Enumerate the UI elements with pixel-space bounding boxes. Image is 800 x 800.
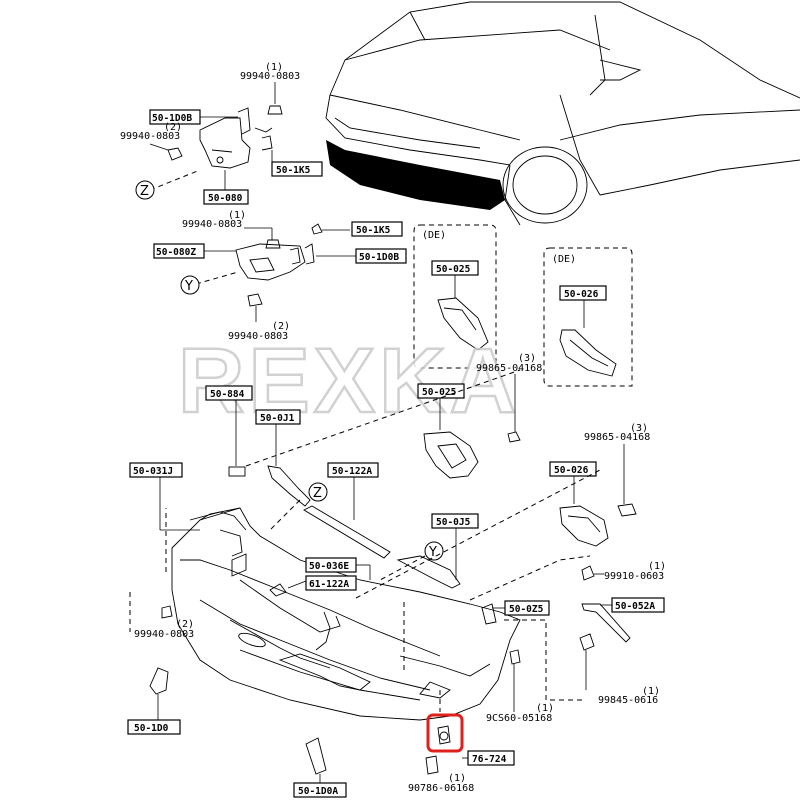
bracket-z-group: (1) 99940-0803 50-1D0B (2) 99940-0803 Z …	[120, 62, 323, 205]
qty-label: (3)	[630, 423, 648, 434]
qty-label: (1)	[228, 210, 246, 221]
de-box-right: (DE) 50-026	[543, 247, 633, 387]
part-number: 99940-0803	[228, 331, 288, 342]
qty-label: (2)	[176, 619, 194, 630]
part-number: 99865-04168	[584, 432, 650, 443]
nut-icon	[581, 565, 595, 581]
callout-box	[351, 221, 403, 237]
callout-box	[129, 462, 183, 478]
callout-box	[255, 409, 301, 425]
highlight-box[interactable]	[426, 713, 464, 753]
part-callout: 50-1D0B	[359, 252, 399, 263]
part-callout: 61-122A	[309, 579, 349, 590]
part-callout: 50-080	[208, 193, 243, 204]
qty-label: (1)	[265, 62, 283, 73]
callout-box	[417, 383, 465, 399]
callout-box	[467, 750, 515, 766]
part-number: 99910-0603	[604, 571, 664, 582]
part-number: 99865-04168	[476, 363, 542, 374]
part-callout: 50-0Z5	[509, 604, 544, 615]
part-callout: 50-080Z	[156, 247, 196, 258]
part-number: 90786-06168	[408, 783, 474, 794]
callout-box	[355, 248, 407, 264]
callout-box	[559, 285, 607, 301]
nut-icon	[161, 605, 173, 619]
part-callout: 50-052A	[615, 601, 655, 612]
bumper-cover	[171, 507, 521, 721]
bracket-y-group: (1) 99940-0803 50-1K5 50-080Z 50-1D0B Y …	[153, 210, 407, 342]
watermark-text: REXKA	[178, 330, 520, 432]
qty-label: (2)	[272, 321, 290, 332]
qty-label: (1)	[448, 773, 466, 784]
part-callout: 50-0J1	[260, 413, 295, 424]
part-number: 99940-0803	[134, 629, 194, 640]
bolt-icon	[617, 503, 637, 517]
qty-label: (1)	[536, 703, 554, 714]
qty-label: (2)	[164, 122, 182, 133]
part-callout: 50-1K5	[356, 225, 391, 236]
part-callout: 50-0J5	[436, 517, 471, 528]
part-callout: 50-1D0	[134, 723, 169, 734]
nut-icon	[579, 633, 595, 651]
part-number: 99940-0803	[182, 219, 242, 230]
reference-letter: Z	[313, 486, 322, 501]
callout-box	[205, 385, 253, 401]
de-label: (DE)	[552, 254, 576, 265]
reference-circle	[180, 275, 200, 295]
screw-icon	[425, 755, 439, 775]
bolt-icon	[507, 431, 521, 443]
clip-icon	[228, 466, 246, 477]
car-outline	[325, 1, 800, 226]
callout-box	[327, 462, 379, 478]
callout-box	[203, 189, 249, 205]
part-number: 9CS60-05168	[486, 713, 552, 724]
part-callout: 50-122A	[332, 466, 372, 477]
reference-circle	[308, 482, 328, 502]
callout-box	[305, 575, 357, 591]
part-number: 99940-0803	[120, 131, 180, 142]
qty-label: (1)	[642, 686, 660, 697]
clip-icon	[509, 649, 521, 665]
callout-box	[293, 782, 347, 798]
part-callout: 50-1K5	[276, 165, 311, 176]
reference-circle	[135, 180, 155, 200]
qty-label: (3)	[518, 353, 536, 364]
qty-label: (1)	[648, 561, 666, 572]
part-callout: 50-884	[210, 389, 245, 400]
reference-circle	[424, 541, 444, 561]
callout-box	[127, 719, 181, 735]
part-number: 99845-0616	[598, 695, 658, 706]
part-callout: 50-025	[422, 387, 457, 398]
part-callout: 76-724	[472, 754, 507, 765]
part-callout: 50-031J	[133, 466, 173, 477]
part-callout: 50-1D0A	[298, 786, 338, 797]
fastener-76-724-icon	[437, 725, 451, 745]
callout-box	[431, 513, 479, 529]
part-callout: 50-1D0B	[152, 113, 192, 124]
callout-box	[271, 161, 323, 177]
de-label: (DE)	[422, 230, 446, 241]
reference-letter: Y	[184, 279, 193, 294]
de-box-left: (DE) 50-025	[413, 224, 497, 369]
part-number: 99940-0803	[240, 71, 300, 82]
callout-box	[549, 461, 597, 477]
reference-letter: Y	[428, 545, 437, 560]
reference-letter: Z	[140, 184, 149, 199]
part-callout: 50-036E	[309, 561, 349, 572]
part-callout: 50-026	[564, 289, 599, 300]
part-callout: 50-026	[554, 465, 589, 476]
part-callout: 50-025	[436, 264, 471, 275]
